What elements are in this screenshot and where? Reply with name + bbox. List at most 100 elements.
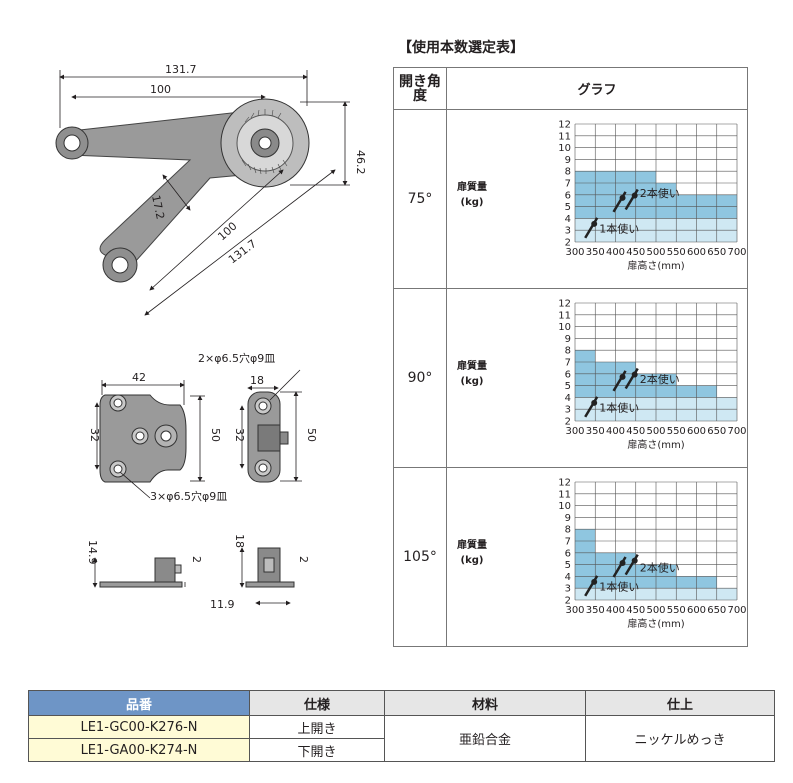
one-unit-label: 1本使い bbox=[599, 401, 639, 415]
header-material: 材料 bbox=[384, 690, 586, 716]
header-part-number: 品番 bbox=[28, 690, 250, 716]
y-tick-label: 12 bbox=[558, 299, 571, 310]
dim-100-top: 100 bbox=[150, 83, 171, 96]
two-unit-label: 2本使い bbox=[640, 186, 680, 200]
stay-icon bbox=[631, 371, 638, 378]
two-unit-area bbox=[656, 183, 677, 219]
stay-icon bbox=[591, 220, 598, 227]
dim-18-profile: 18 bbox=[233, 534, 246, 548]
two-unit-area bbox=[575, 529, 596, 589]
x-tick-label: 600 bbox=[687, 426, 706, 437]
stay-icon bbox=[619, 373, 626, 380]
x-tick-label: 700 bbox=[727, 247, 746, 258]
header-finish: 仕上 bbox=[585, 690, 775, 716]
x-axis-label: 扉高さ(mm) bbox=[627, 617, 684, 630]
dim-32-front: 32 bbox=[88, 428, 101, 442]
y-tick-label: 2 bbox=[565, 596, 571, 607]
dim-50-front: 50 bbox=[209, 428, 222, 442]
y-tick-label: 3 bbox=[565, 405, 571, 416]
y-tick-label: 8 bbox=[565, 525, 571, 536]
bracket-bottom-profile bbox=[99, 557, 183, 588]
x-tick-label: 550 bbox=[667, 605, 686, 616]
two-unit-label: 2本使い bbox=[640, 372, 680, 386]
x-tick-label: 350 bbox=[586, 426, 605, 437]
y-tick-label: 11 bbox=[558, 131, 571, 142]
x-tick-label: 650 bbox=[707, 426, 726, 437]
header-graph: グラフ bbox=[446, 67, 748, 110]
ylabel: 扉質量(kg) bbox=[457, 182, 487, 208]
y-tick-label: 11 bbox=[558, 310, 571, 321]
dim-2-right: 2 bbox=[297, 556, 310, 563]
header-spec: 仕様 bbox=[249, 690, 385, 716]
bracket-front-drawing bbox=[99, 394, 187, 483]
stay-icon bbox=[591, 578, 598, 585]
x-tick-label: 300 bbox=[565, 426, 584, 437]
angle-90: 90° bbox=[393, 288, 447, 468]
x-tick-label: 650 bbox=[707, 247, 726, 258]
two-unit-area bbox=[595, 552, 616, 589]
selection-title: 【使用本数選定表】 bbox=[398, 40, 524, 56]
stay-icon bbox=[591, 399, 598, 406]
finish-value: ニッケルめっき bbox=[585, 715, 775, 762]
x-tick-label: 700 bbox=[727, 605, 746, 616]
angle-75: 75° bbox=[393, 109, 447, 289]
dim-17-2: 17.2 bbox=[149, 194, 167, 221]
y-tick-label: 4 bbox=[565, 572, 571, 583]
y-tick-label: 4 bbox=[565, 214, 571, 225]
header-angle: 開き角度 bbox=[393, 67, 447, 110]
one-unit-label: 1本使い bbox=[599, 222, 639, 236]
stay-icon bbox=[631, 192, 638, 199]
x-tick-label: 350 bbox=[586, 605, 605, 616]
y-tick-label: 5 bbox=[565, 381, 571, 392]
y-tick-label: 8 bbox=[565, 167, 571, 178]
y-tick-label: 3 bbox=[565, 226, 571, 237]
spec-value: 下開き bbox=[249, 738, 385, 762]
dim-46-2: 46.2 bbox=[354, 150, 367, 175]
ylabel: 扉質量(kg) bbox=[457, 361, 487, 387]
x-tick-label: 650 bbox=[707, 605, 726, 616]
y-tick-label: 10 bbox=[558, 143, 571, 154]
y-tick-label: 7 bbox=[565, 179, 571, 190]
dim-11-9: 11.9 bbox=[210, 598, 235, 611]
x-tick-label: 600 bbox=[687, 247, 706, 258]
x-tick-label: 300 bbox=[565, 247, 584, 258]
x-tick-label: 500 bbox=[646, 426, 665, 437]
bracket-side-drawing bbox=[247, 391, 289, 483]
hole-note-2: 2×φ6.5穴φ9皿 bbox=[198, 351, 275, 365]
two-unit-area bbox=[595, 362, 616, 398]
y-tick-label: 7 bbox=[565, 358, 571, 369]
x-tick-label: 300 bbox=[565, 605, 584, 616]
dim-100-diag: 100 bbox=[215, 220, 239, 244]
y-tick-label: 12 bbox=[558, 120, 571, 131]
y-tick-label: 10 bbox=[558, 501, 571, 512]
x-axis-label: 扉高さ(mm) bbox=[627, 259, 684, 272]
two-unit-label: 2本使い bbox=[640, 561, 680, 575]
dim-14-9: 14.9 bbox=[86, 540, 99, 565]
y-tick-label: 5 bbox=[565, 560, 571, 571]
hole-note-3: 3×φ6.5穴φ9皿 bbox=[150, 489, 227, 503]
y-tick-label: 3 bbox=[565, 584, 571, 595]
dim-2-left: 2 bbox=[190, 556, 203, 563]
y-tick-label: 9 bbox=[565, 513, 571, 524]
x-tick-label: 550 bbox=[667, 247, 686, 258]
y-tick-label: 6 bbox=[565, 369, 571, 380]
dim-131-7-top: 131.7 bbox=[165, 63, 197, 76]
x-axis-label: 扉高さ(mm) bbox=[627, 438, 684, 451]
y-tick-label: 7 bbox=[565, 537, 571, 548]
x-tick-label: 700 bbox=[727, 426, 746, 437]
stay-icon bbox=[631, 557, 638, 564]
stay-icon bbox=[619, 194, 626, 201]
x-tick-label: 600 bbox=[687, 605, 706, 616]
y-tick-label: 12 bbox=[558, 478, 571, 489]
y-tick-label: 2 bbox=[565, 238, 571, 249]
y-tick-label: 5 bbox=[565, 202, 571, 213]
x-tick-label: 500 bbox=[646, 605, 665, 616]
x-tick-label: 450 bbox=[626, 247, 645, 258]
x-tick-label: 500 bbox=[646, 247, 665, 258]
x-tick-label: 450 bbox=[626, 426, 645, 437]
